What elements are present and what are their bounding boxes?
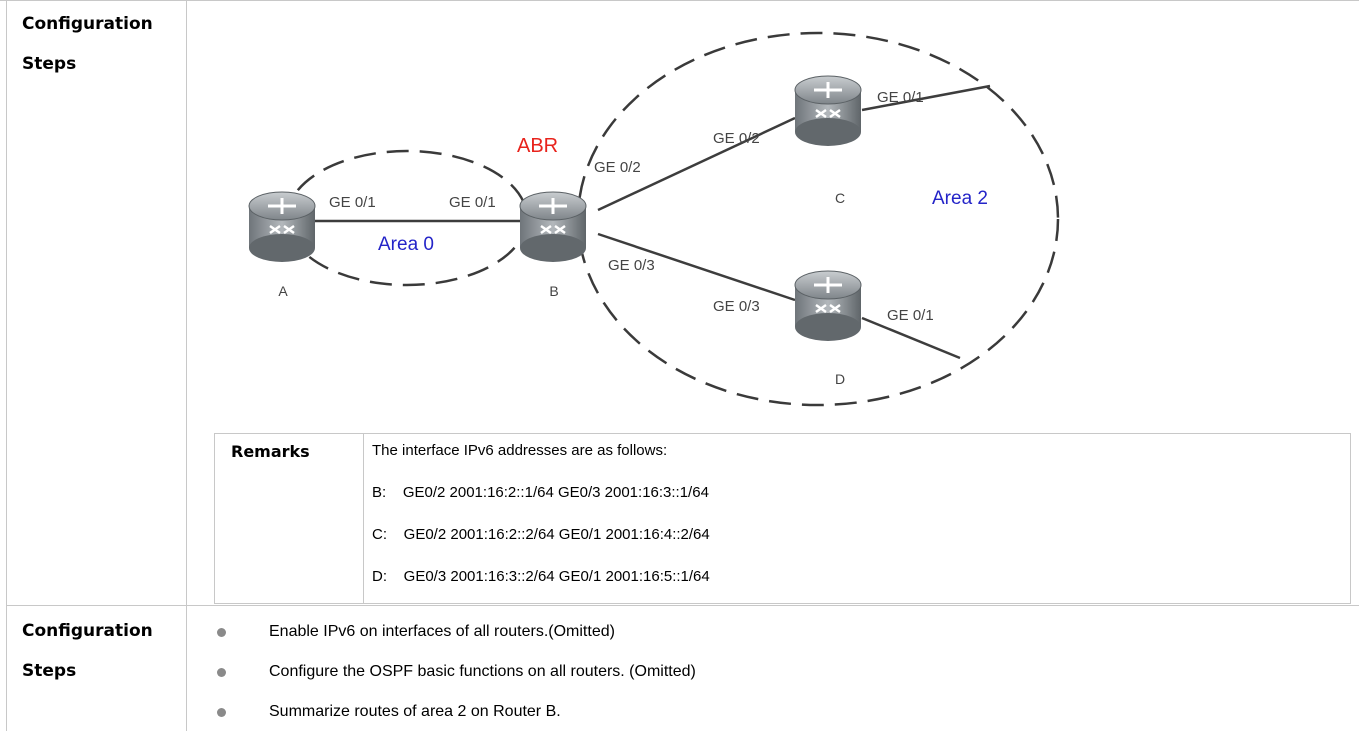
remarks-line: C: GE0/2 2001:16:2::2/64 GE0/1 2001:16:4… xyxy=(372,526,710,543)
link-d-out xyxy=(861,316,961,360)
port-c-ge01: GE 0/1 xyxy=(877,89,924,106)
port-b-ge02: GE 0/2 xyxy=(594,159,641,176)
row1-label: Configuration Steps xyxy=(22,4,153,84)
row2-label: Configuration Steps xyxy=(22,611,153,691)
row1-label-line2: Steps xyxy=(22,54,77,74)
router-a-name: A xyxy=(278,283,288,299)
port-b-ge03: GE 0/3 xyxy=(608,257,655,274)
remarks-divider xyxy=(363,434,364,603)
list-item: Configure the OSPF basic functions on al… xyxy=(214,652,696,692)
link-c-out xyxy=(861,84,991,112)
row1-label-line1: Configuration xyxy=(22,14,153,34)
router-b-icon xyxy=(519,191,587,262)
bullet-icon xyxy=(217,707,226,717)
port-a-ge01: GE 0/1 xyxy=(329,194,376,211)
table-row-divider xyxy=(6,605,1359,606)
port-c-ge02: GE 0/2 xyxy=(713,130,760,147)
bullet-icon xyxy=(217,667,226,677)
table-left-border xyxy=(6,0,7,731)
router-c-icon xyxy=(794,75,862,146)
router-d-icon xyxy=(794,270,862,341)
link-b-d xyxy=(597,232,796,302)
row2-label-line1: Configuration xyxy=(22,621,153,641)
router-b-name: B xyxy=(549,283,558,299)
step-text: Configure the OSPF basic functions on al… xyxy=(269,663,696,680)
remarks-line: The interface IPv6 addresses are as foll… xyxy=(372,442,668,459)
router-d-name: D xyxy=(835,371,845,387)
area0-label: Area 0 xyxy=(378,234,434,255)
router-c-name: C xyxy=(835,190,845,206)
remarks-label: Remarks xyxy=(231,442,310,461)
link-b-c xyxy=(597,116,796,212)
list-item: Enable IPv6 on interfaces of all routers… xyxy=(214,612,615,652)
port-d-ge03: GE 0/3 xyxy=(713,298,760,315)
bullet-icon xyxy=(217,627,226,637)
abr-label: ABR xyxy=(517,135,558,157)
port-d-ge01: GE 0/1 xyxy=(887,307,934,324)
table-top-border xyxy=(0,0,1359,1)
port-b-ge01: GE 0/1 xyxy=(449,194,496,211)
row2-label-line2: Steps xyxy=(22,661,77,681)
router-a-icon xyxy=(248,191,316,262)
remarks-line: B: GE0/2 2001:16:2::1/64 GE0/3 2001:16:3… xyxy=(372,484,709,501)
remarks-table: Remarks The interface IPv6 addresses are… xyxy=(214,433,1351,604)
network-diagram: ABR Area 0 Area 2 A B C D GE 0/1 GE 0/1 … xyxy=(248,31,1060,407)
list-item: Summarize routes of area 2 on Router B. xyxy=(214,692,561,732)
table-column-divider xyxy=(186,0,187,731)
step-text: Enable IPv6 on interfaces of all routers… xyxy=(269,623,615,640)
remarks-line: D: GE0/3 2001:16:3::2/64 GE0/1 2001:16:5… xyxy=(372,568,710,585)
area2-label: Area 2 xyxy=(932,188,988,209)
area0-boundary xyxy=(285,149,529,287)
step-text: Summarize routes of area 2 on Router B. xyxy=(269,703,561,720)
